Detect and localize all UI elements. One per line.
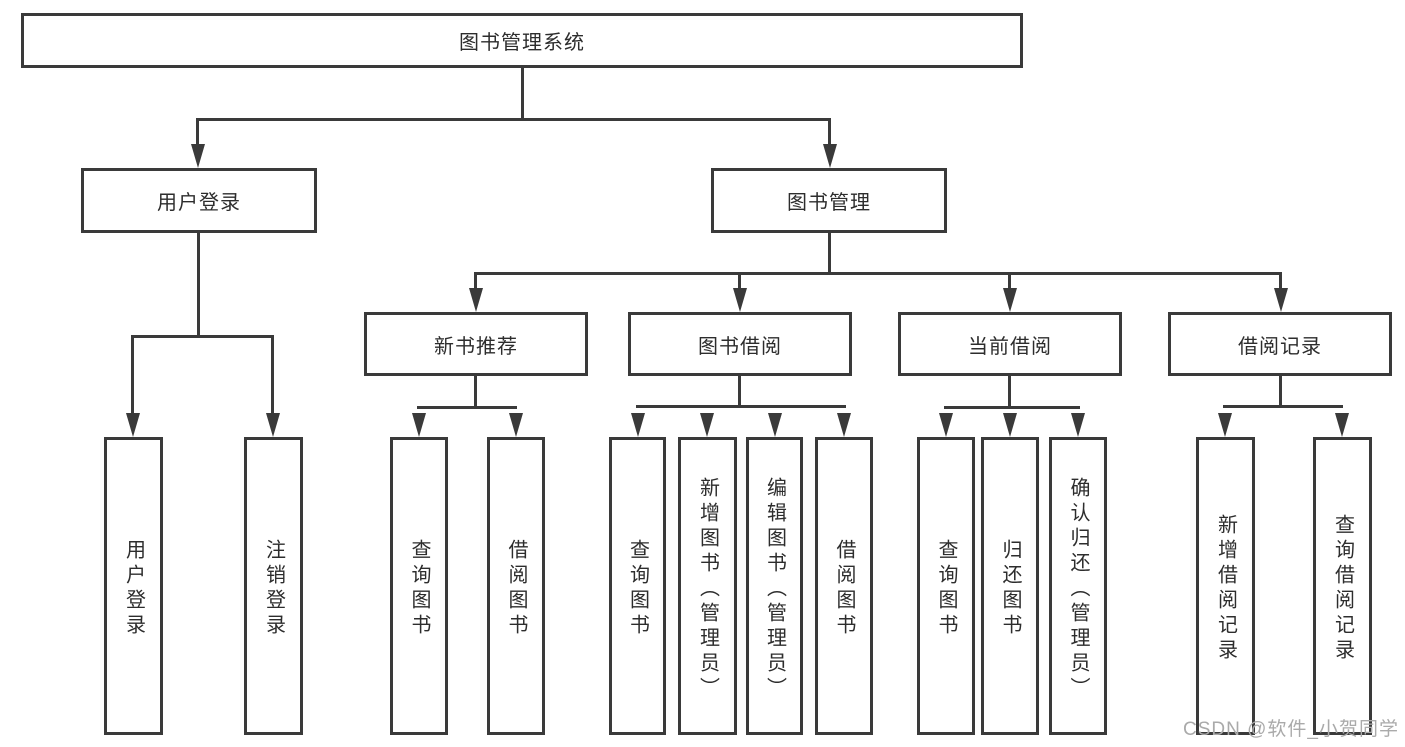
connector-records-stub <box>1279 376 1282 405</box>
connector-root-drop-right <box>828 118 831 146</box>
node-borrowing-records: 借阅记录 <box>1168 312 1392 376</box>
arrow-current-child-2 <box>1003 413 1017 437</box>
arrow-borrowing-child-4 <box>837 413 851 437</box>
arrow-to-borrow-records <box>1274 288 1288 312</box>
node-leaf-borrow-books-2: 借阅图书 <box>815 437 873 735</box>
connector-user-login-stub <box>197 233 200 335</box>
arrow-borrowing-child-2 <box>700 413 714 437</box>
arrow-to-login <box>126 413 140 437</box>
node-leaf-borrow-books-1: 借阅图书 <box>487 437 545 735</box>
connector-newbook-stub <box>474 376 477 406</box>
node-new-book-recommend: 新书推荐 <box>364 312 588 376</box>
connector-book-mgmt-drop-4 <box>1279 272 1282 290</box>
arrow-to-new-books <box>469 288 483 312</box>
node-leaf-query-books-2: 查询图书 <box>609 437 666 735</box>
connector-user-login-rail <box>131 335 274 338</box>
connector-book-mgmt-stub <box>828 233 831 272</box>
connector-current-stub <box>1008 376 1011 406</box>
arrow-records-child-1 <box>1218 413 1232 437</box>
node-book-management: 图书管理 <box>711 168 947 233</box>
connector-records-rail <box>1223 405 1343 408</box>
node-current-borrowing: 当前借阅 <box>898 312 1122 376</box>
arrow-borrowing-child-1 <box>631 413 645 437</box>
connector-current-rail <box>944 406 1080 409</box>
arrow-to-logout <box>266 413 280 437</box>
node-leaf-logout: 注销登录 <box>244 437 303 735</box>
node-leaf-user-login: 用户登录 <box>104 437 163 735</box>
connector-book-mgmt-drop-3 <box>1008 272 1011 290</box>
arrow-to-book-borrow <box>733 288 747 312</box>
arrow-current-child-3 <box>1071 413 1085 437</box>
node-leaf-add-books-admin: 新增图书（管理员） <box>678 437 737 735</box>
arrow-borrowing-child-3 <box>768 413 782 437</box>
node-leaf-query-borrow-record: 查询借阅记录 <box>1313 437 1372 735</box>
connector-borrowing-stub <box>738 376 741 406</box>
node-user-login: 用户登录 <box>81 168 317 233</box>
node-leaf-edit-books-admin: 编辑图书（管理员） <box>746 437 803 735</box>
arrow-to-book-management <box>823 144 837 168</box>
node-leaf-return-books: 归还图书 <box>981 437 1039 735</box>
connector-root-drop-left <box>196 118 199 146</box>
connector-borrowing-rail <box>636 405 846 408</box>
connector-user-login-drop-2 <box>271 335 274 415</box>
arrow-records-child-2 <box>1335 413 1349 437</box>
node-book-borrowing: 图书借阅 <box>628 312 852 376</box>
connector-newbook-rail <box>417 406 517 409</box>
arrow-current-child-1 <box>939 413 953 437</box>
arrow-newbook-child-1 <box>412 413 426 437</box>
node-leaf-query-books-1: 查询图书 <box>390 437 448 735</box>
node-leaf-add-borrow-record: 新增借阅记录 <box>1196 437 1255 735</box>
connector-book-mgmt-drop-2 <box>738 272 741 290</box>
arrow-to-user-login <box>191 144 205 168</box>
connector-user-login-drop-1 <box>131 335 134 415</box>
connector-root-stub <box>521 68 524 120</box>
arrow-to-current-borrow <box>1003 288 1017 312</box>
csdn-watermark: CSDN @软件_小贺同学 <box>1183 719 1399 740</box>
connector-book-mgmt-rail <box>474 272 1282 275</box>
node-leaf-confirm-return-admin: 确认归还（管理员） <box>1049 437 1107 735</box>
node-leaf-query-books-3: 查询图书 <box>917 437 975 735</box>
connector-root-rail <box>196 118 831 121</box>
connector-book-mgmt-drop-1 <box>474 272 477 290</box>
arrow-newbook-child-2 <box>509 413 523 437</box>
node-root-library-system: 图书管理系统 <box>21 13 1023 68</box>
